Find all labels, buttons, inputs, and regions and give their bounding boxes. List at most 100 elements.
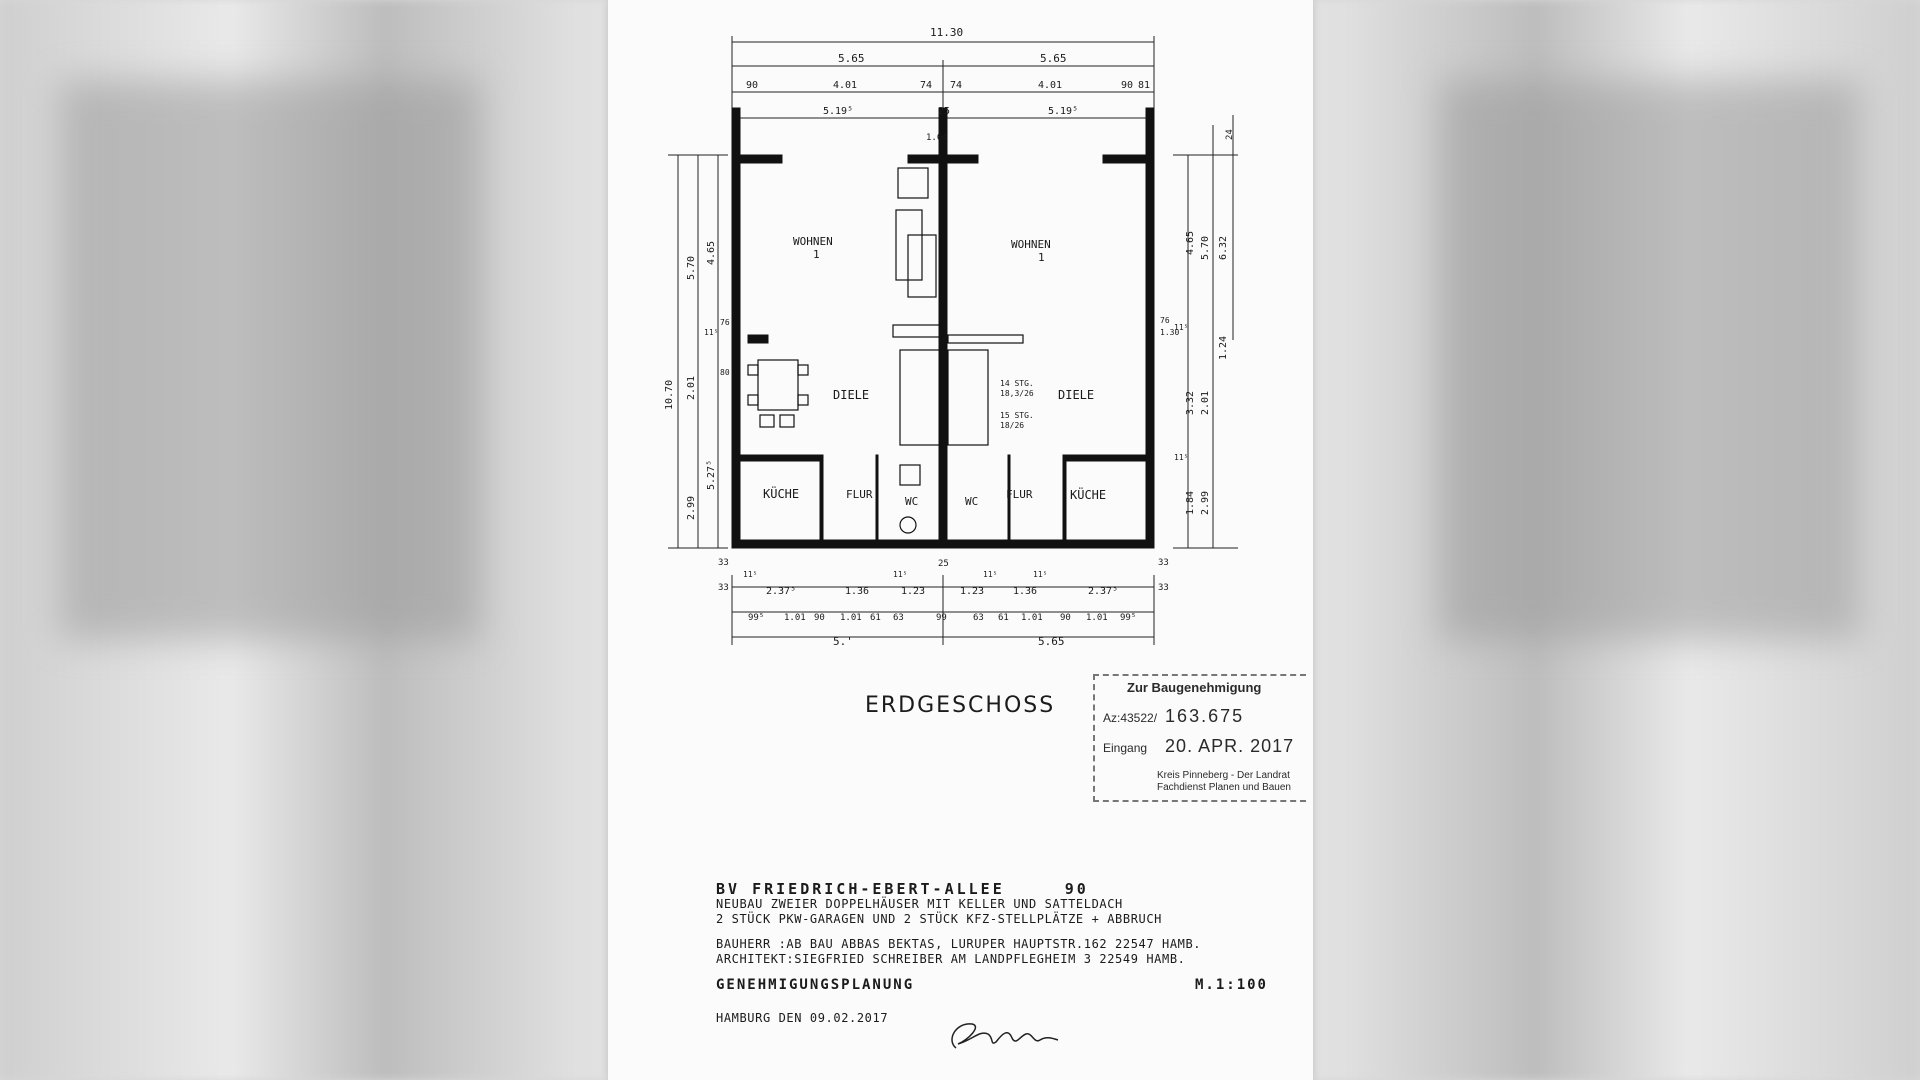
dim-top-row3-0: 90 — [746, 80, 758, 91]
stair-left-icon — [899, 349, 941, 446]
room-number-left-wohnen: 1 — [813, 248, 820, 261]
dim-top-row4-mid: 25 — [938, 106, 950, 117]
stamp-az-label: Az:43522/ — [1103, 711, 1158, 725]
room-label-left-wohnen: WOHNEN — [793, 235, 833, 248]
dim-top-total: 11.30 — [930, 26, 963, 39]
dim-top-half-right: 5.65 — [1040, 52, 1067, 65]
dim-right-small-5: 33 — [1158, 558, 1169, 568]
dim-left-outer: 10.70 — [664, 380, 675, 410]
dim-top-half-left: 5.65 — [838, 52, 865, 65]
room-label-right-kueche: KÜCHE — [1070, 486, 1106, 502]
title-place-date: HAMBURG DEN 09.02.2017 — [716, 1011, 889, 1025]
dim-bottom-small-1: 11⁵ — [893, 570, 907, 579]
dim-top-row3-5: 90 — [1121, 80, 1133, 91]
title-architekt: ARCHITEKT:SIEGFRIED SCHREIBER AM LANDPFL… — [716, 952, 1186, 966]
stamp-date-value: 20. APR. 2017 — [1165, 736, 1295, 756]
dim-bottom-row2-9: 1.01 — [1021, 613, 1043, 623]
stair-label-upper-b: 18,3/26 — [1000, 389, 1034, 398]
dim-right-h: 1.24 — [1218, 336, 1229, 360]
dim-left-d: 2.99 — [686, 496, 697, 520]
dim-left-a: 5.70 — [686, 256, 697, 280]
room-label-right-wohnen: WOHNEN — [1011, 238, 1051, 251]
interior-lines — [747, 167, 1024, 534]
title-bauherr: BAUHERR :AB BAU ABBAS BEKTAS, LURUPER HA… — [716, 937, 1202, 951]
room-label-right-flur: FLUR — [1006, 488, 1033, 501]
dim-left-small-1: 76 — [720, 318, 730, 327]
room-label-right-diele: DIELE — [1058, 388, 1094, 402]
stair-label-upper-a: 14 STG. — [1000, 379, 1034, 388]
title-project: BV FRIEDRICH-EBERT-ALLEE — [716, 880, 1005, 898]
dim-bottom-row1-2: 1.23 — [901, 586, 925, 597]
dim-top-row3-3: 74 — [950, 80, 962, 91]
stair-label-lower-a: 15 STG. — [1000, 411, 1034, 420]
room-label-left-flur: FLUR — [846, 488, 873, 501]
dim-bottom-small-2: 25 — [938, 559, 949, 569]
floor-label: ERDGESCHOSS — [865, 693, 1056, 718]
dim-left-c: 2.01 — [686, 376, 697, 400]
dim-right-small-0: 24 — [1225, 129, 1235, 140]
dim-top-small: 1.04 — [926, 133, 948, 143]
dim-bottom-row2-4: 61 — [870, 613, 881, 623]
room-label-left-wc: WC — [905, 495, 918, 508]
dim-right-b: 5.70 — [1200, 236, 1211, 260]
title-description-2: 2 STÜCK PKW-GARAGEN UND 2 STÜCK KFZ-STEL… — [716, 912, 1163, 926]
title-phase-row: GENEHMIGUNGSPLANUNG M.1:100 — [716, 977, 1296, 993]
dim-left-small-3: 33 — [718, 558, 729, 568]
stamp-authority-line-1: Kreis Pinneberg - Der Landrat — [1157, 770, 1290, 781]
room-label-left-diele: DIELE — [833, 388, 869, 402]
dimension-lines — [668, 36, 1238, 645]
dim-right-a: 4.65 — [1185, 231, 1196, 255]
dim-bottom-small-0: 11⁵ — [743, 570, 757, 579]
dining-table-icon — [757, 359, 799, 411]
stamp-date-label: Eingang — [1103, 741, 1148, 755]
room-label-left-kueche: KÜCHE — [763, 485, 799, 501]
blurred-background-shape-left — [60, 80, 480, 640]
floor-plan-drawing: 11.30 5.65 5.65 90 4.01 74 74 4.01 90 81… — [664, 26, 1238, 648]
dim-bottom-row2-12: 99⁵ — [1120, 613, 1136, 623]
blurred-background-shape-right — [1440, 80, 1860, 640]
stamp-file-number: Az:43522/163.675 — [1103, 706, 1244, 727]
floor-plan-document: 11.30 5.65 5.65 90 4.01 74 74 4.01 90 81… — [608, 0, 1313, 1080]
dim-top-row4-left: 5.19⁵ — [823, 106, 853, 117]
dim-bottom-row1-5: 2.37⁵ — [1088, 586, 1118, 597]
toilet-icon — [899, 516, 917, 534]
dim-bottom-row2-0: 99⁵ — [748, 613, 764, 623]
dim-bottom-row2-3: 1.01 — [840, 613, 862, 623]
dim-left-e: 5.27⁵ — [706, 460, 717, 490]
dim-bottom-row2-10: 90 — [1060, 613, 1071, 623]
title-description-1: NEUBAU ZWEIER DOPPELHÄUSER MIT KELLER UN… — [716, 897, 1123, 911]
dim-top-row4-right: 5.19⁵ — [1048, 106, 1078, 117]
dim-right-small-3: 11⁵ — [1174, 323, 1188, 332]
armchair-icon — [897, 167, 929, 199]
dim-right-d: 3.32 — [1185, 391, 1196, 415]
stair-right-icon — [947, 349, 989, 446]
approval-stamp: Zur Baugenehmigung Az:43522/163.675 Eing… — [1093, 674, 1306, 802]
title-phase: GENEHMIGUNGSPLANUNG — [716, 977, 915, 993]
dim-right-small-2: 1.30 — [1160, 328, 1179, 337]
dim-top-row3-4: 4.01 — [1038, 80, 1062, 91]
room-label-right-wc: WC — [965, 495, 978, 508]
dim-bottom-small-4: 11⁵ — [1033, 570, 1047, 579]
dim-top-row3-2: 74 — [920, 80, 932, 91]
sofa-icon — [895, 209, 923, 281]
dim-bottom-row3-right: 5.65 — [1038, 635, 1065, 648]
dim-bottom-row2-6: 99 — [936, 613, 947, 623]
dim-right-f: 1.84 — [1185, 491, 1196, 515]
dim-top-row3-6: 81 — [1138, 80, 1150, 91]
dim-top-row3-1: 4.01 — [833, 80, 857, 91]
architect-signature — [951, 1023, 1059, 1049]
stair-label-lower-b: 18/26 — [1000, 421, 1024, 430]
sink-icon — [899, 464, 921, 486]
dim-bottom-small-6: 33 — [1158, 583, 1169, 593]
dim-right-small-1: 76 — [1160, 316, 1170, 325]
dim-bottom-row2-7: 63 — [973, 613, 984, 623]
dim-bottom-row2-5: 63 — [893, 613, 904, 623]
dim-right-small-4: 11⁵ — [1174, 453, 1188, 462]
dim-left-small-2: 80 — [720, 368, 730, 377]
dim-bottom-row2-8: 61 — [998, 613, 1009, 623]
dim-left-b: 4.65 — [706, 241, 717, 265]
dim-bottom-row1-0: 2.37⁵ — [766, 586, 796, 597]
dim-right-c: 6.32 — [1218, 236, 1229, 260]
